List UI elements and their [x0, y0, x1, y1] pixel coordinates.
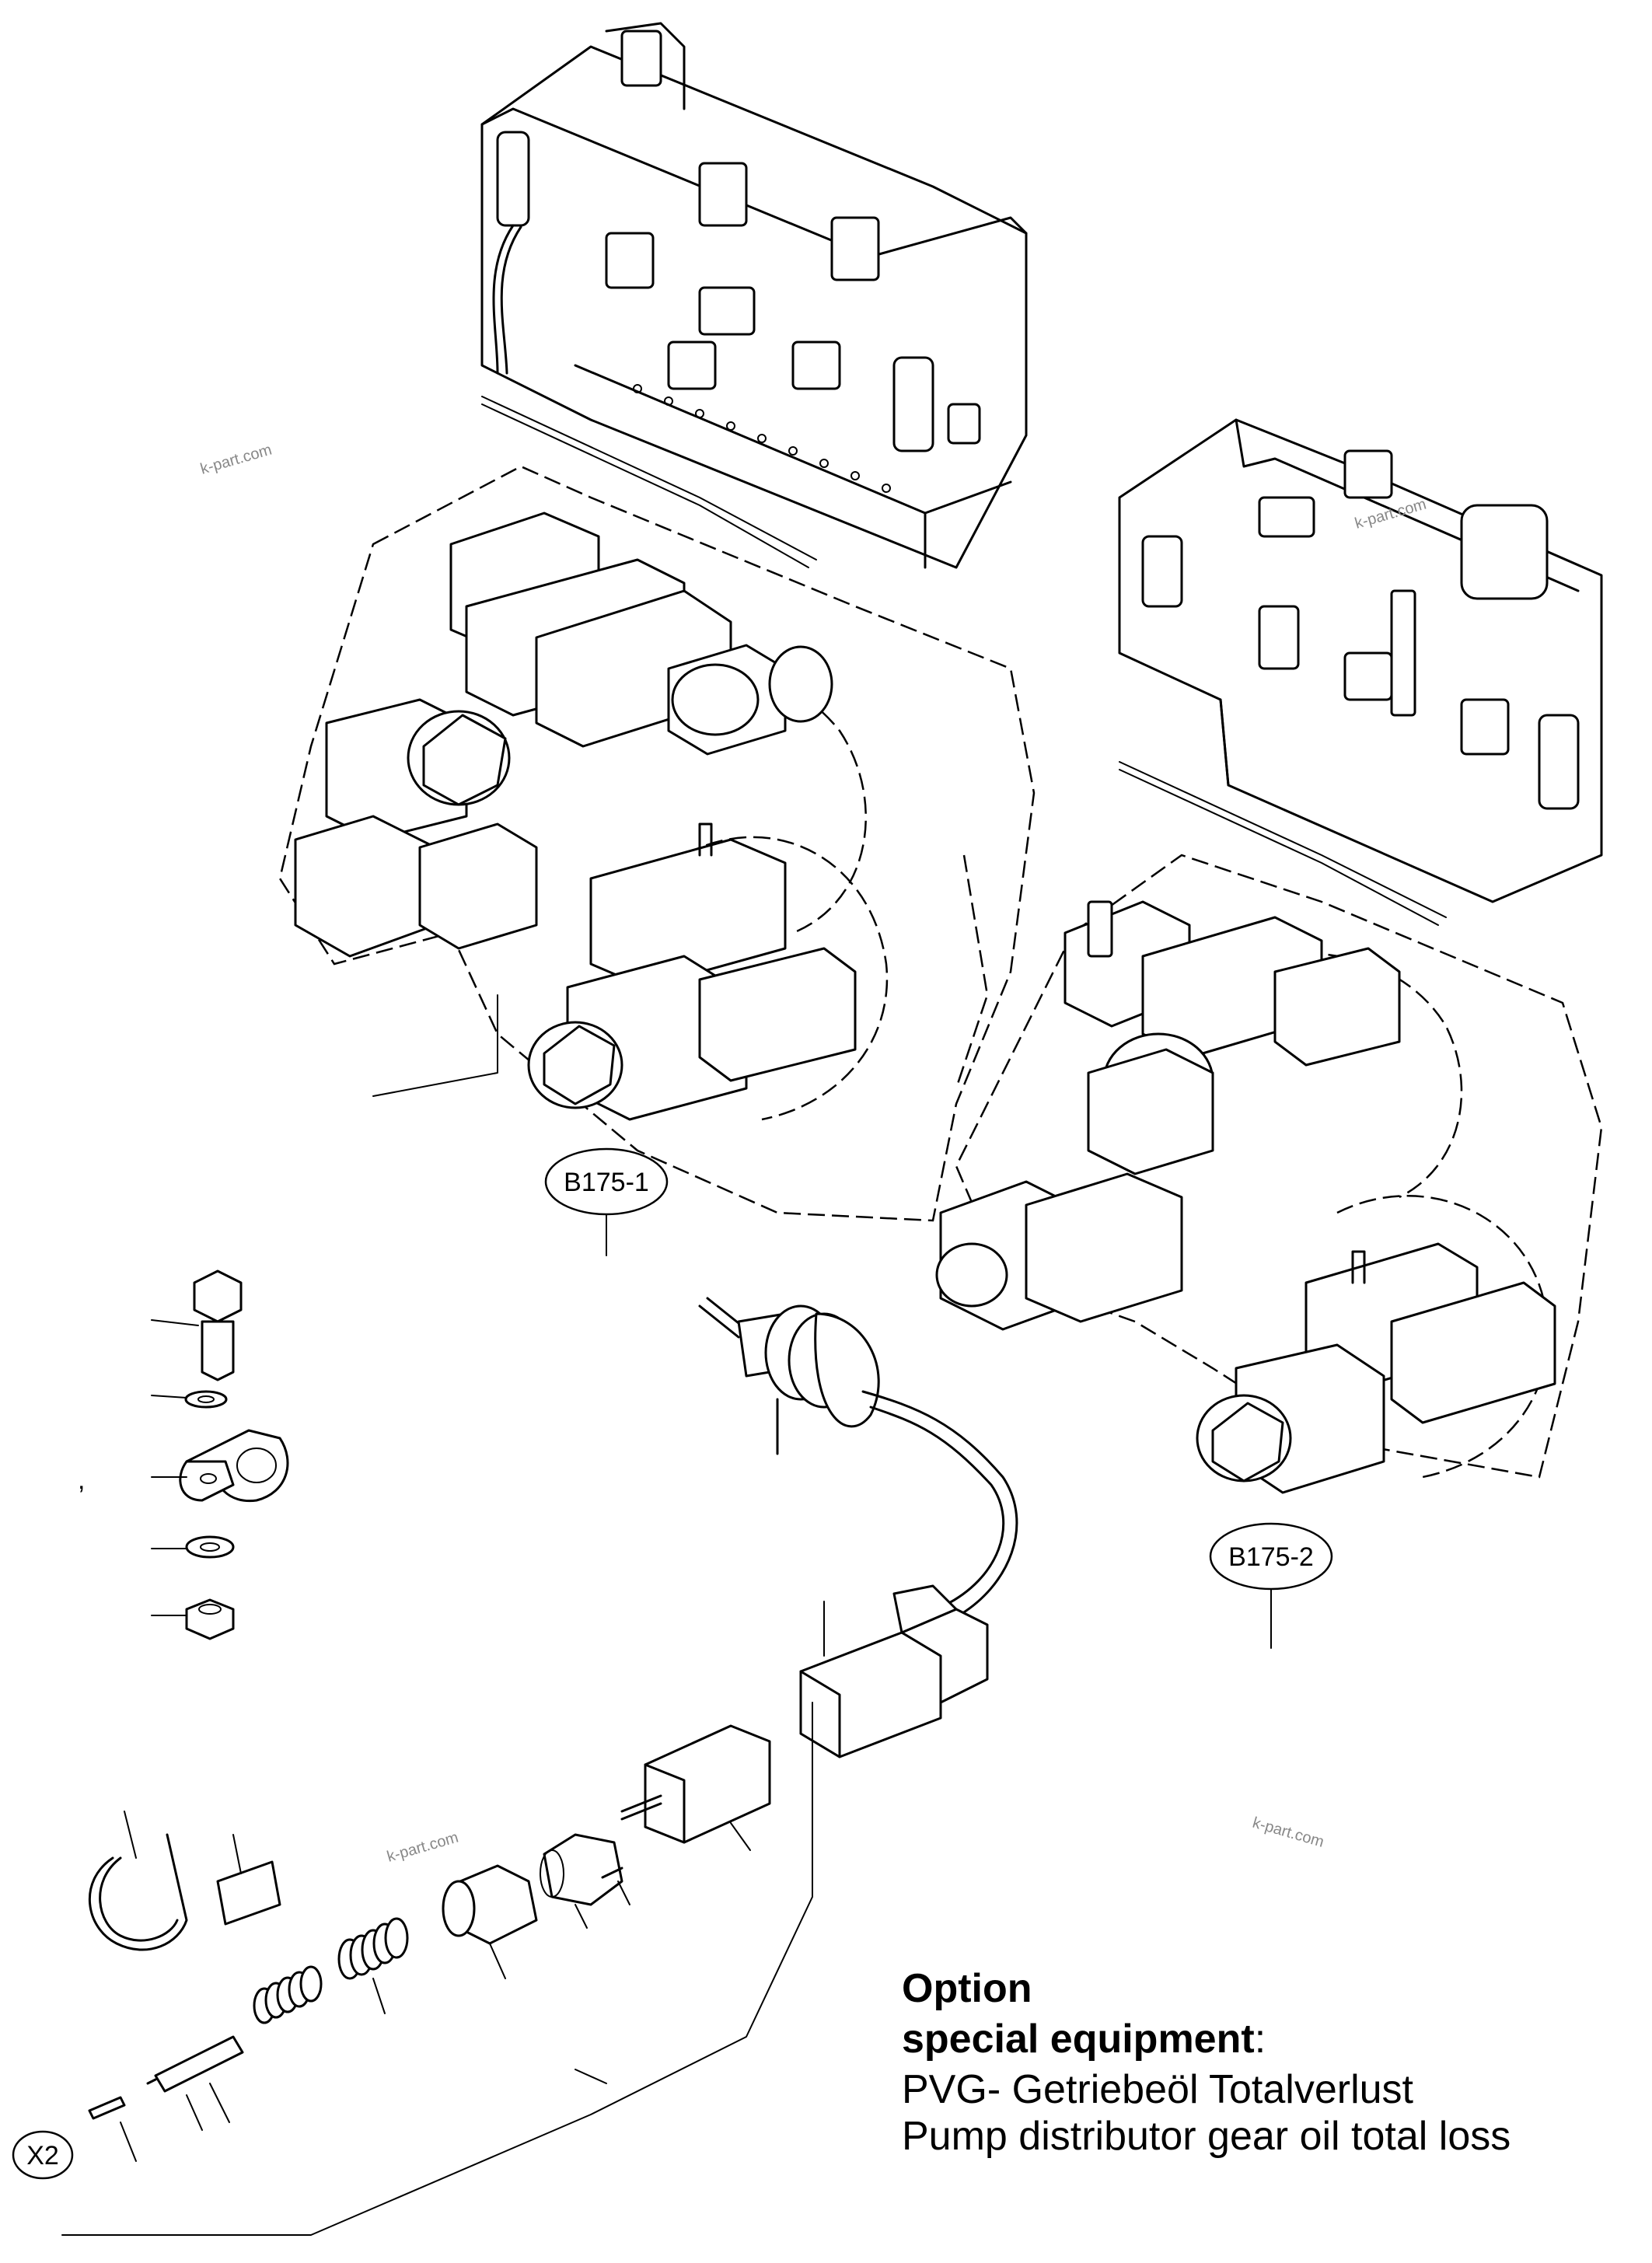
callout-b175-1: B175-1	[544, 1147, 669, 1256]
callout-b175-2-label: B175-2	[1228, 1542, 1314, 1572]
callout-b175-1-label: B175-1	[564, 1168, 649, 1197]
gearbox-assembly-left	[278, 22, 1036, 1222]
callout-x2-label: X2	[26, 2141, 59, 2170]
watermark-3: k-part.com	[385, 1829, 460, 1866]
pump-module-right-upper	[935, 900, 1401, 1331]
grommet	[253, 1965, 323, 2024]
fastener-stack	[151, 1269, 289, 1640]
stray-comma: ,	[78, 1465, 85, 1495]
caption-special-equipment: special equipment	[902, 2017, 1255, 2062]
right-bracket-valves	[1141, 449, 1580, 810]
caption-block: Option special equipment: PVG- Getriebeö…	[902, 1966, 1511, 2159]
pump-module-lower-left	[527, 822, 857, 1121]
bracket-holes	[633, 384, 891, 493]
watermark-4: k-part.com	[1251, 1814, 1326, 1851]
caption-english: Pump distributor gear oil total loss	[902, 2114, 1511, 2159]
pump-module-mid-left	[294, 698, 538, 958]
caption-option: Option	[902, 1966, 1032, 2011]
pump-module-right-lower	[1196, 1242, 1556, 1494]
pump-module-upper-left	[449, 512, 833, 756]
pressure-sensor-with-cable	[698, 1297, 1018, 1758]
watermark-2: k-part.com	[1353, 496, 1428, 533]
spring-coil	[337, 1917, 409, 1980]
callout-x2: X2	[12, 2130, 74, 2180]
caption-colon: :	[1255, 2017, 1266, 2062]
bracket-valves	[496, 30, 981, 452]
watermark-1: k-part.com	[198, 442, 274, 478]
caption-special-equipment-line: special equipment:	[902, 2017, 1266, 2062]
caption-german: PVG- Getriebeöl Totalverlust	[902, 2067, 1414, 2112]
gearbox-assembly-right	[935, 418, 1603, 1494]
connector-x2-exploded	[61, 1702, 813, 2236]
callout-b175-2: B175-2	[1209, 1522, 1333, 1649]
